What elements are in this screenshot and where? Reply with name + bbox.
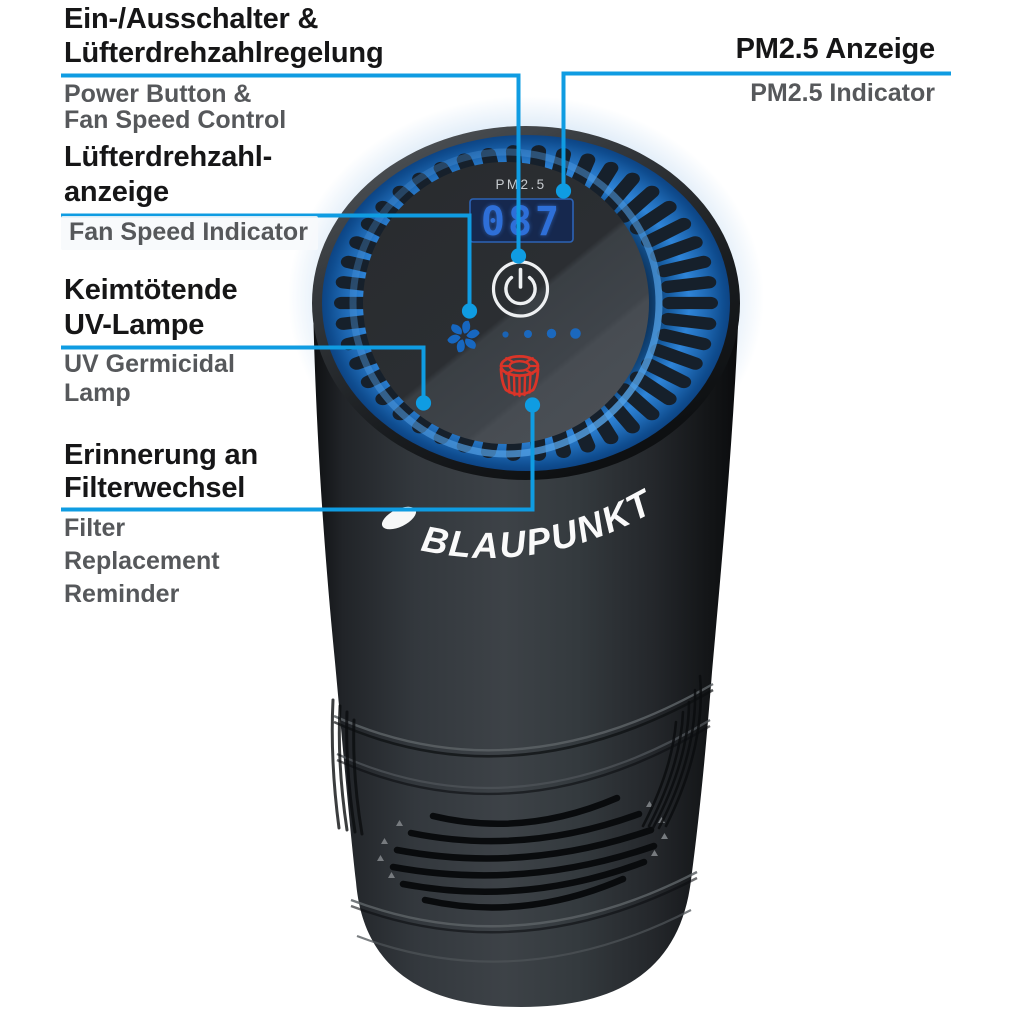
label-filter-english-line2: Replacement [64, 547, 220, 575]
inner-glow-rim [349, 148, 663, 458]
label-pm25-english-line1: PM2.5 Indicator [750, 79, 935, 107]
label-filter-english: Filter Replacement Reminder [64, 512, 220, 611]
callout-dot-pm25 [555, 183, 572, 199]
pm25-display-label: PM2.5 [495, 177, 546, 192]
pm25-display-value: 087 [481, 199, 562, 245]
front-vent-grille [389, 794, 658, 911]
label-pm25-german-line1: PM2.5 Anzeige [735, 33, 936, 65]
label-fan-speed-english: Fan Speed Indicator [61, 216, 318, 250]
body-seams [333, 682, 714, 963]
callout-line-filter [61, 412, 535, 512]
label-power-english: Power Button & Fan Speed Control [64, 81, 286, 133]
left-side-slots [330, 698, 364, 836]
label-uv-lamp-german: Keimtötende UV-Lampe [64, 273, 238, 343]
label-filter-german-line2: Filterwechsel [64, 472, 246, 504]
callout-dot-power [510, 248, 527, 264]
label-fan-speed-german: Lüfterdrehzahl- anzeige [64, 140, 272, 210]
callout-line-fan-speed [61, 213, 472, 304]
callout-lines [61, 71, 951, 512]
label-power-german: Ein-/Ausschalter & Lüfterdrehzahlregelun… [64, 2, 384, 70]
label-fan-speed-german-line2: anzeige [64, 176, 169, 208]
vent-arrow-marks [377, 801, 668, 878]
callout-dot-fan-speed [461, 303, 478, 319]
label-uv-lamp-english: UV Germicidal Lamp [64, 350, 235, 408]
label-uv-lamp-english-line1: UV Germicidal [64, 350, 235, 378]
label-power-english-line2: Fan Speed Control [64, 106, 287, 134]
label-uv-lamp-german-line1: Keimtötende [64, 274, 238, 306]
callout-line-pm25 [561, 71, 951, 184]
right-side-slots [641, 674, 703, 830]
label-pm25-german: PM2.5 Anzeige [735, 32, 936, 66]
label-uv-lamp-german-line2: UV-Lampe [64, 309, 205, 341]
label-power-german-line2: Lüfterdrehzahlregelung [64, 37, 384, 69]
device-body [313, 303, 739, 1007]
label-fan-speed-english-line1: Fan Speed Indicator [69, 218, 308, 246]
label-pm25-english: PM2.5 Indicator [750, 80, 935, 106]
callout-endpoint-dots [415, 183, 572, 413]
label-filter-english-line1: Filter [64, 514, 126, 542]
brand-logo-swoosh [381, 506, 417, 530]
callout-dot-uv-lamp [415, 395, 432, 411]
fan-speed-level-dots [502, 328, 581, 339]
label-uv-lamp-english-line2: Lamp [64, 379, 131, 407]
label-power-german-line1: Ein-/Ausschalter & [64, 3, 319, 35]
label-filter-german: Erinnerung an Filterwechsel [64, 439, 258, 505]
label-filter-english-line3: Reminder [64, 580, 180, 608]
label-filter-german-line1: Erinnerung an [64, 439, 258, 471]
callout-line-uv-lamp [61, 345, 426, 396]
label-power-english-line1: Power Button & [64, 80, 252, 108]
glass-touch-panel [363, 162, 649, 444]
filter-icon [499, 354, 540, 398]
label-fan-speed-german-line1: Lüfterdrehzahl- [64, 141, 273, 173]
callout-line-power [61, 73, 521, 250]
fan-icon [447, 320, 480, 353]
callout-dot-filter [524, 397, 541, 413]
